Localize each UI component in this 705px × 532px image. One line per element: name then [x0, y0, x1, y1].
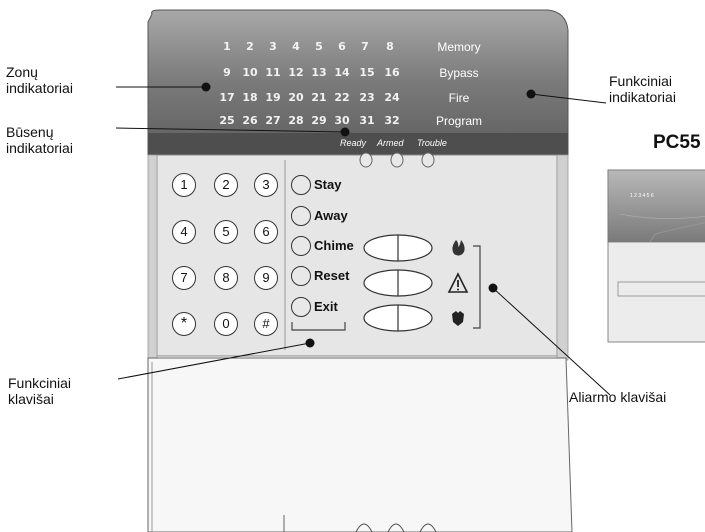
key-star[interactable]: * — [172, 312, 196, 336]
zone-13: 13 — [311, 66, 327, 79]
zone-21: 21 — [311, 91, 327, 104]
function-keys-callout: Funkciniai klavišai — [8, 375, 72, 407]
zone-12: 12 — [288, 66, 304, 79]
key-4[interactable]: 4 — [172, 220, 196, 244]
police-badge-icon — [452, 311, 464, 326]
status-strip — [148, 133, 568, 155]
zone-15: 15 — [359, 66, 375, 79]
key-8[interactable]: 8 — [214, 266, 238, 290]
zone-9: 9 — [223, 66, 231, 79]
key-hash[interactable]: # — [254, 312, 278, 336]
key-2[interactable]: 2 — [214, 173, 238, 197]
indicator-bypass: Bypass — [439, 66, 479, 80]
key-1[interactable]: 1 — [172, 173, 196, 197]
zone-19: 19 — [265, 91, 281, 104]
zone-1: 1 — [223, 40, 231, 53]
key-6[interactable]: 6 — [254, 220, 278, 244]
zone-17: 17 — [219, 91, 235, 104]
exit-key-button[interactable] — [291, 297, 311, 317]
zone-16: 16 — [384, 66, 400, 79]
chime-key-button[interactable] — [291, 236, 311, 256]
key-0[interactable]: 0 — [214, 312, 238, 336]
status-armed: Armed — [377, 138, 404, 148]
zone-32: 32 — [384, 114, 400, 127]
zone-8: 8 — [386, 40, 394, 53]
zone-6: 6 — [338, 40, 346, 53]
side-model-label: PC55 — [653, 132, 701, 153]
fire-icon — [452, 240, 465, 256]
chime-key-label: Chime — [314, 238, 354, 253]
zone-22: 22 — [334, 91, 350, 104]
zone-4: 4 — [292, 40, 300, 53]
zone-24: 24 — [384, 91, 400, 104]
zone-30: 30 — [334, 114, 350, 127]
warning-icon — [447, 272, 469, 293]
status-trouble: Trouble — [417, 138, 447, 148]
status-ready: Ready — [340, 138, 367, 148]
reset-key-button[interactable] — [291, 266, 311, 286]
key-9[interactable]: 9 — [254, 266, 278, 290]
zone-26: 26 — [242, 114, 258, 127]
zone-14: 14 — [334, 66, 350, 79]
status-indicators-callout: Būsenų indikatoriai — [6, 124, 73, 156]
zone-18: 18 — [242, 91, 258, 104]
zone-27: 27 — [265, 114, 281, 127]
exit-key-label: Exit — [314, 299, 338, 314]
key-3[interactable]: 3 — [254, 173, 278, 197]
key-7[interactable]: 7 — [172, 266, 196, 290]
alarm-keys-callout: Aliarmo klavišai — [569, 389, 667, 405]
zone-2: 2 — [246, 40, 254, 53]
function-indicators-callout: Funkciniai indikatoriai — [609, 73, 676, 105]
zone-10: 10 — [242, 66, 258, 79]
indicator-memory: Memory — [437, 40, 481, 54]
svg-text:1 2 3 4 5 6: 1 2 3 4 5 6 — [630, 193, 654, 199]
away-key-button[interactable] — [291, 206, 311, 226]
zone-5: 5 — [315, 40, 323, 53]
zone-25: 25 — [219, 114, 235, 127]
stay-key-button[interactable] — [291, 175, 311, 195]
indicator-panel — [147, 9, 569, 156]
stay-key-label: Stay — [314, 177, 342, 192]
key-5[interactable]: 5 — [214, 220, 238, 244]
reset-key-label: Reset — [314, 268, 350, 283]
away-key-label: Away — [314, 208, 348, 223]
zone-7: 7 — [361, 40, 369, 53]
zone-indicators-callout: Zonų indikatoriai — [6, 64, 73, 96]
indicator-program: Program — [435, 114, 482, 128]
zone-29: 29 — [311, 114, 327, 127]
zone-3: 3 — [269, 40, 277, 53]
zone-23: 23 — [359, 91, 375, 104]
zone-28: 28 — [288, 114, 304, 127]
hinged-cover — [147, 357, 573, 532]
zone-11: 11 — [265, 66, 281, 79]
zone-31: 31 — [359, 114, 375, 127]
indicator-fire: Fire — [448, 91, 470, 105]
zone-20: 20 — [288, 91, 304, 104]
